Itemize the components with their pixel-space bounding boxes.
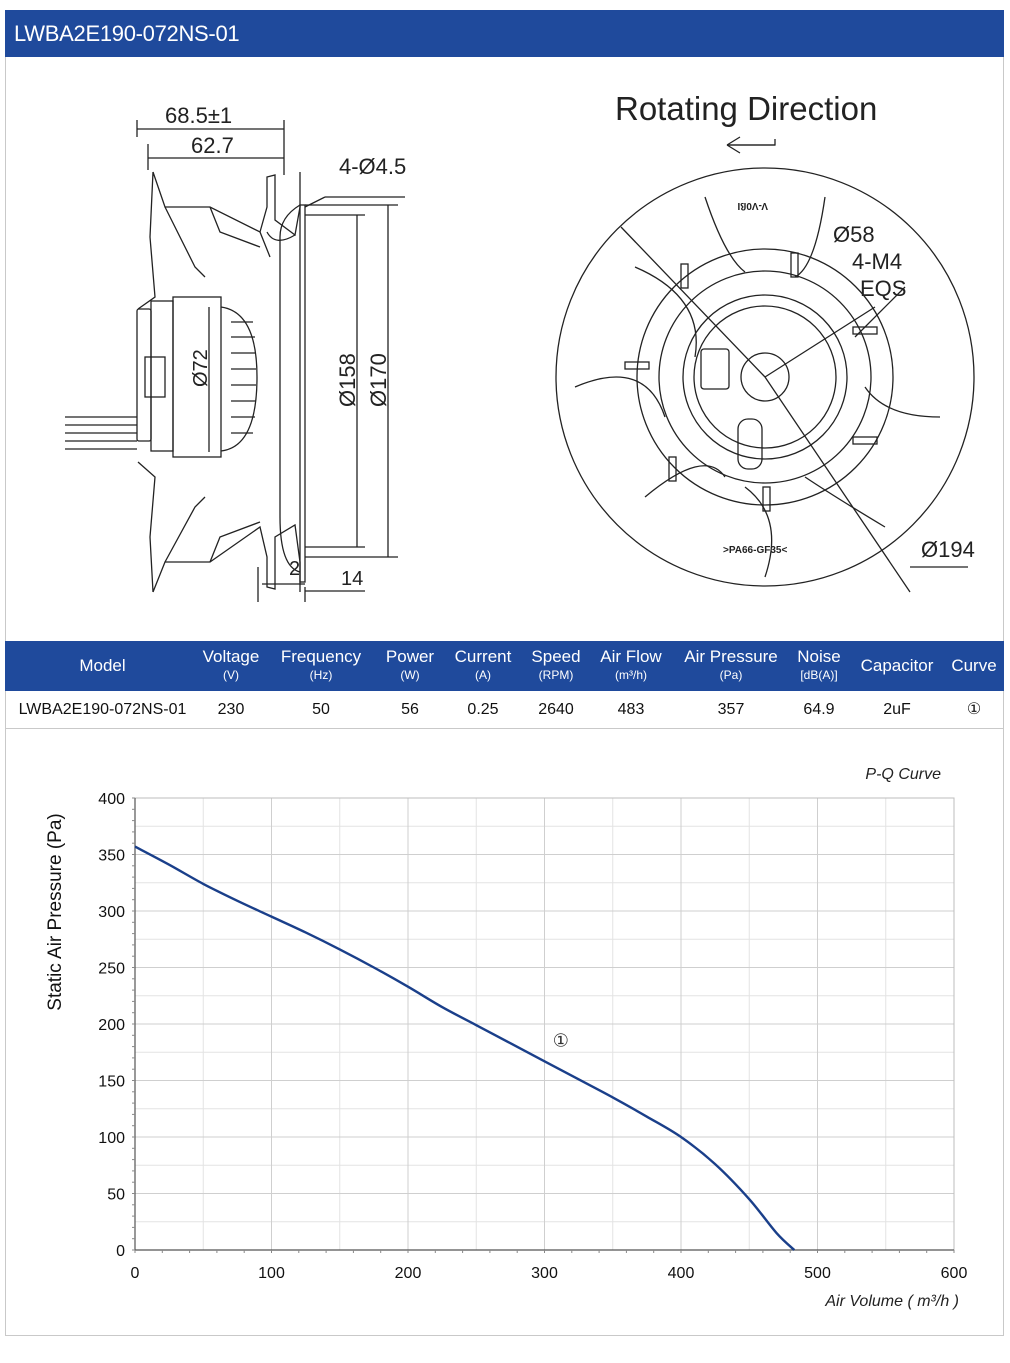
side-view	[65, 120, 405, 602]
dim-158: Ø158	[335, 353, 360, 407]
pq-curve-chart: 0 50 100 150 200 250 300 350 400 0 100 200 300 400 500…	[45, 766, 967, 1310]
col-speed: Speed (RPM)	[531, 647, 581, 682]
spec-table-row: LWBA2E190-072NS-01 230 50 56 0.25 2640 4…	[5, 691, 1004, 729]
y-tick-label: 200	[98, 1017, 125, 1034]
cell-voltage: 230	[217, 701, 245, 718]
col-current: Current (A)	[454, 647, 512, 682]
x-tick-label: 100	[258, 1265, 285, 1282]
cell-current: 0.25	[467, 701, 499, 718]
cell-air-flow: 483	[617, 701, 645, 718]
col-frequency: Frequency (Hz)	[280, 647, 362, 682]
chart-ticks: 0 50 100 150 200 250 300 350 400 0 100 200 300 400 500…	[98, 791, 967, 1282]
chart-grid	[134, 797, 955, 1251]
y-tick-label: 50	[107, 1187, 125, 1204]
cell-capacitor: 2uF	[883, 701, 911, 718]
col-curve: Curve	[951, 656, 997, 675]
col-model: Model	[79, 656, 126, 675]
y-axis-label: Static Air Pressure (Pa)	[45, 813, 66, 1010]
col-air-flow: Air Flow (m³/h)	[600, 647, 662, 682]
dim-width-total: 68.5±1	[165, 103, 232, 128]
dim-eqs: EQS	[860, 276, 906, 301]
y-tick-label: 0	[116, 1243, 125, 1260]
chart-series	[134, 845, 796, 1251]
x-tick-label: 500	[804, 1265, 831, 1282]
dim-2: 2	[289, 558, 300, 580]
spec-table-header: Model Voltage (V) Frequency (Hz) Power (…	[5, 641, 1004, 691]
y-tick-label: 350	[98, 848, 125, 865]
cell-power: 56	[401, 701, 419, 718]
cell-frequency: 50	[312, 701, 330, 718]
title-bar: LWBA2E190-072NS-01	[5, 10, 1004, 57]
dim-holes: 4-Ø4.5	[339, 154, 406, 179]
dim-194: Ø194	[921, 537, 975, 562]
dim-58: Ø58	[833, 222, 875, 247]
col-noise: Noise [dB(A)]	[797, 647, 841, 682]
dim-hub: Ø72	[190, 349, 212, 387]
dim-14: 14	[341, 568, 363, 590]
y-tick-label: 300	[98, 904, 125, 921]
dim-m4: 4-M4	[852, 249, 902, 274]
x-tick-label: 600	[941, 1265, 968, 1282]
y-tick-label: 150	[98, 1074, 125, 1091]
dim-170: Ø170	[366, 353, 391, 407]
mark-top: V-V0ßI	[737, 200, 768, 211]
y-tick-label: 250	[98, 961, 125, 978]
front-view	[555, 136, 975, 593]
x-tick-label: 300	[531, 1265, 558, 1282]
x-tick-label: 200	[395, 1265, 422, 1282]
x-tick-label: 400	[668, 1265, 695, 1282]
mark-bottom: >PA66-GF35<	[723, 545, 787, 556]
y-tick-label: 400	[98, 791, 125, 808]
cell-model: LWBA2E190-072NS-01	[18, 701, 187, 718]
cell-curve: ①	[966, 701, 982, 718]
cell-speed: 2640	[538, 701, 574, 718]
cell-air-pressure: 357	[717, 701, 745, 718]
col-power: Power (W)	[385, 647, 435, 682]
col-capacitor: Capacitor	[860, 656, 934, 675]
rotation-label: Rotating Direction	[615, 90, 877, 127]
cell-noise: 64.9	[803, 701, 835, 718]
y-tick-label: 100	[98, 1130, 125, 1147]
col-air-pressure: Air Pressure (Pa)	[684, 647, 778, 682]
dim-width-body: 62.7	[191, 133, 234, 158]
curve-annotation: ①	[553, 1031, 569, 1051]
chart-title: P-Q Curve	[865, 766, 941, 783]
x-tick-label: 0	[131, 1265, 140, 1282]
col-voltage: Voltage (V)	[202, 647, 260, 682]
page-title: LWBA2E190-072NS-01	[14, 21, 240, 46]
series-line-curve-1	[134, 845, 796, 1251]
fan-technical-drawing: 68.5±1 62.7 4-Ø4.5 Ø72 Ø158 Ø170 2 14 Ro…	[65, 90, 975, 602]
x-axis-label: Air Volume ( m³/h )	[824, 1293, 959, 1310]
